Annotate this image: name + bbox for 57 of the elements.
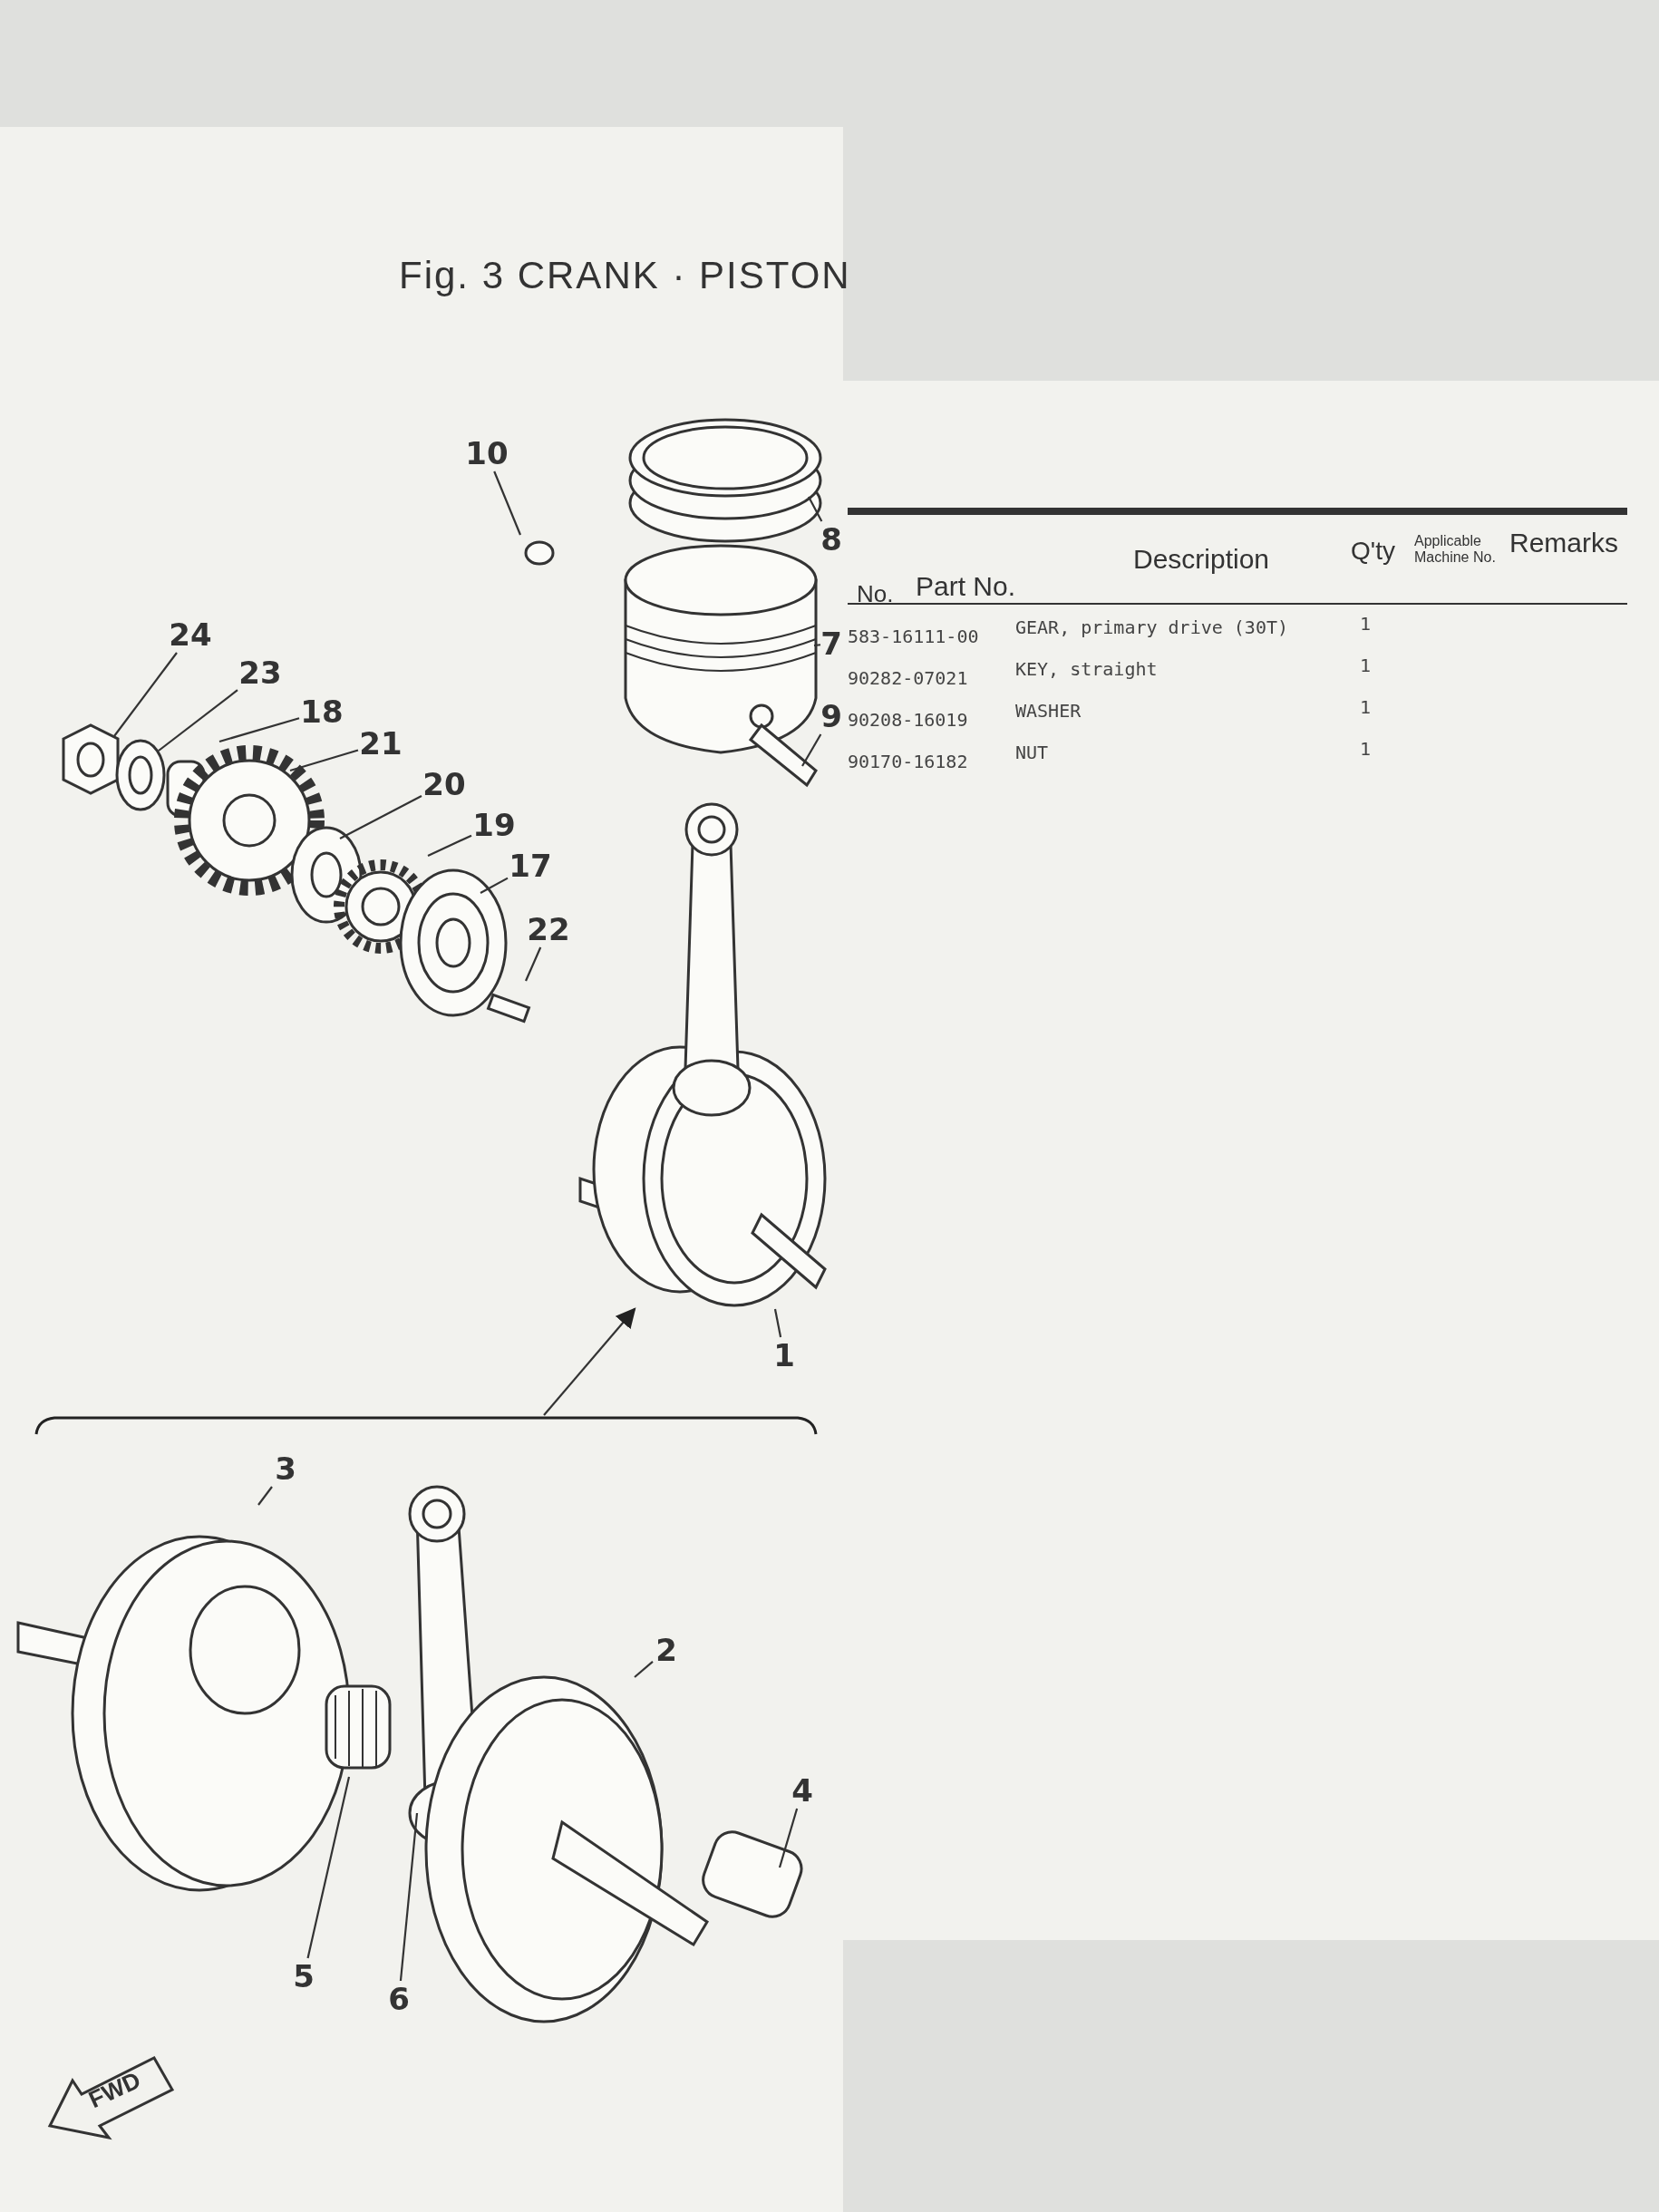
callout-number: 20 [422, 766, 467, 802]
leader-line [399, 1812, 419, 1982]
figure-title: Fig. 3 CRANK · PISTON [399, 254, 851, 297]
part-description: WASHER [1015, 700, 1082, 722]
part-number: 90170-16182 [848, 751, 968, 772]
leader-line [634, 1661, 654, 1678]
part-number: 90208-16019 [848, 709, 968, 731]
callout-number: 17 [508, 848, 553, 884]
leader-line [218, 717, 300, 743]
column-header: Remarks [1509, 528, 1618, 558]
quantity: 1 [1360, 613, 1372, 635]
leader-line [339, 795, 422, 839]
leader-line [306, 1776, 351, 1959]
leader-line [813, 644, 821, 647]
column-header: No. [857, 580, 894, 608]
leader-line [493, 471, 521, 536]
callout-number: 4 [789, 1772, 816, 1809]
callout-number: 5 [290, 1958, 317, 1994]
part-number: 583-16111-00 [848, 626, 979, 647]
part-description: GEAR, primary drive (30T) [1015, 616, 1289, 638]
callout-number: 1 [771, 1337, 798, 1373]
callout-number: 2 [653, 1632, 680, 1668]
direction-label: FWD [84, 2065, 145, 2115]
callout-number: 21 [358, 725, 403, 762]
callout-number: 10 [464, 435, 509, 471]
leader-line [773, 1308, 782, 1338]
callout-number: 23 [238, 655, 283, 691]
leader-line [778, 1808, 799, 1868]
column-header: Description [1133, 544, 1270, 575]
quantity: 1 [1360, 696, 1372, 718]
leader-line [801, 733, 822, 767]
leader-line [480, 877, 509, 894]
callout-number: 19 [471, 807, 517, 843]
callout-number: 9 [820, 698, 842, 734]
leader-line [808, 496, 823, 522]
quantity: 1 [1360, 738, 1372, 760]
column-header: Applicable Machine No. [1414, 533, 1497, 566]
leader-line [525, 946, 542, 982]
part-description: KEY, straight [1015, 658, 1158, 680]
callout-number: 3 [272, 1450, 299, 1487]
quantity: 1 [1360, 655, 1372, 676]
leader-line [158, 689, 238, 752]
callout-number: 6 [385, 1981, 412, 2017]
part-description: NUT [1015, 742, 1049, 763]
callout-number: 8 [820, 521, 842, 558]
leader-line [427, 834, 472, 857]
callout-number: 18 [299, 694, 344, 730]
column-header: Part No. [916, 571, 1016, 602]
column-header: Q'ty [1351, 537, 1395, 566]
callout-number: 22 [526, 911, 571, 947]
leader-line [113, 652, 178, 737]
leader-line [257, 1486, 273, 1506]
callout-number: 7 [820, 626, 842, 662]
callout-number: 24 [168, 616, 213, 653]
leader-line [289, 749, 359, 772]
assembly-arrow [543, 1307, 636, 1416]
part-number: 90282-07021 [848, 667, 968, 689]
